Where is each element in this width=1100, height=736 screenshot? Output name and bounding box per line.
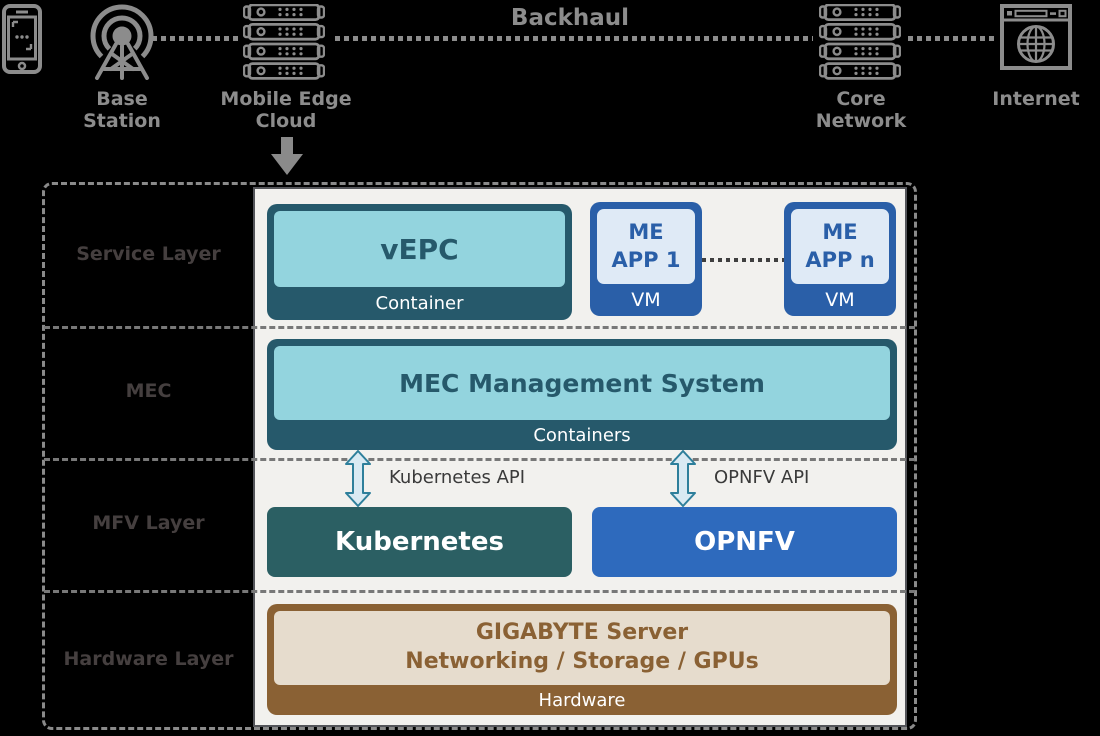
hardware-title: GIGABYTE Server Networking / Storage / G… [274, 611, 890, 685]
mec-band-label: Containers [533, 424, 631, 446]
server-stack-icon [819, 4, 901, 80]
vepc-box: vEPC Container [267, 204, 572, 320]
dotted-link-core-internet [908, 36, 996, 41]
layer-label-mfv: MFV Layer [92, 512, 205, 534]
separator-service-mec [44, 326, 915, 329]
me-app-n-box: ME APP n VM [784, 202, 896, 316]
dotted-link-basestation-edgecloud [152, 36, 238, 41]
mec-management-title: MEC Management System [274, 346, 890, 420]
dotted-link-me-apps [702, 258, 784, 262]
me-app-n-band-label: VM [825, 289, 855, 311]
opnfv-box: OPNFV [592, 507, 897, 577]
internet-label: Internet [992, 88, 1080, 110]
vepc-title: vEPC [274, 211, 565, 287]
base-station-label: Base Station [83, 88, 161, 133]
hardware-band-label: Hardware [538, 689, 626, 711]
down-arrow-icon [271, 137, 303, 175]
mec-management-box: MEC Management System Containers [267, 339, 897, 450]
vepc-band-label: Container [375, 293, 464, 314]
stack-panel: vEPC Container ME APP 1 VM ME APP n VM M… [253, 187, 907, 727]
layers-frame [42, 182, 917, 730]
me-app-n-title: ME APP n [791, 209, 889, 284]
hardware-box: GIGABYTE Server Networking / Storage / G… [267, 604, 897, 715]
layer-label-service: Service Layer [76, 243, 221, 265]
kubernetes-box: Kubernetes [267, 507, 572, 577]
me-app-1-box: ME APP 1 VM [590, 202, 702, 316]
opnfv-api-arrow-icon [670, 450, 696, 507]
kubernetes-api-label: Kubernetes API [389, 467, 526, 488]
mobile-edge-cloud-label: Mobile Edge Cloud [220, 88, 352, 133]
dotted-link-backhaul [335, 36, 813, 41]
me-app-1-band-label: VM [631, 289, 661, 311]
server-stack-icon [243, 4, 325, 80]
me-app-1-title: ME APP 1 [597, 209, 695, 284]
core-network-label: Core Network [815, 88, 907, 133]
internet-browser-icon [1000, 4, 1072, 70]
kubernetes-api-arrow-icon [345, 450, 371, 507]
opnfv-api-label: OPNFV API [714, 467, 810, 488]
backhaul-label: Backhaul [510, 5, 630, 31]
smartphone-icon [2, 4, 42, 74]
separator-mfv-hardware [44, 590, 915, 593]
layer-label-hardware: Hardware Layer [63, 648, 234, 670]
separator-mec-mfv [44, 458, 915, 461]
base-station-icon [90, 4, 154, 80]
layer-label-mec: MEC [125, 380, 172, 402]
